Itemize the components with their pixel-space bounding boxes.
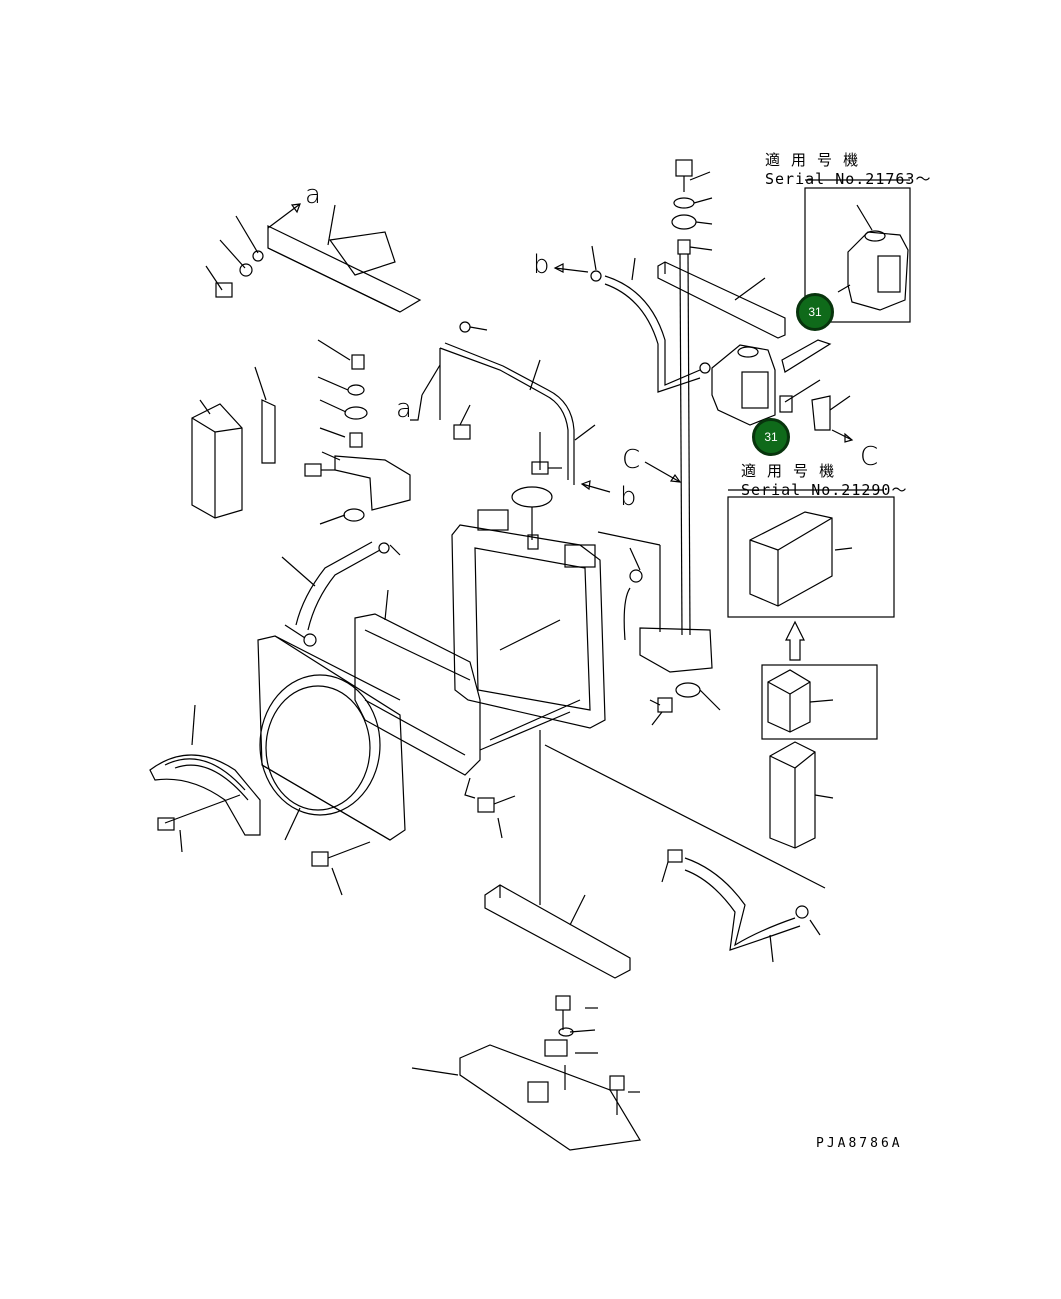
reservoir-support-rod [639,159,721,726]
arrow-a-top-head [290,203,301,214]
lower-bolts [311,777,516,896]
drawing-code: PJA8786A [816,1136,903,1151]
reservoir-tank [699,339,854,443]
arrow-b-top [554,267,589,273]
left-sponge-blocks [191,366,276,519]
arrow-a-mid [421,364,441,396]
radiator-stay [479,531,661,751]
ref-letter-c-right: C [860,442,879,472]
callout-31-upper[interactable]: 31 [796,293,834,331]
ref-letter-a-top: a [305,180,321,210]
serial-note-1-serial: Serial No.21763～ [765,170,932,188]
arrow-a-top [267,203,301,229]
edge-trim-seal [439,321,596,485]
serial-note-1-jp: 適 用 号 機 [765,151,860,169]
bracket-stack [304,339,411,525]
ref-letter-c-mid: C [622,445,641,475]
arrow-c-mid [644,461,681,483]
lower-hose [661,849,821,963]
fan-guard [149,704,261,853]
condenser-frame [354,542,481,776]
fan-shroud [257,624,406,841]
ref-letter-b-mid: b [620,482,637,512]
ref-letter-a-mid: a [396,394,412,424]
serial-note-2-serial: Serial No.21290～ [741,481,908,499]
arrow-b-mid [581,483,611,493]
callout-31-lower[interactable]: 31 [752,418,790,456]
sponge-blocks-new [727,496,895,849]
sponge-strip [657,261,786,339]
serial-note-2-jp: 適 用 号 機 [741,462,836,480]
lower-pad [484,730,826,979]
top-cover-plate [205,204,422,313]
overflow-hose [590,245,701,393]
ref-letter-b-top: b [533,250,550,280]
upper-hose [281,541,381,631]
bottom-cover-plate [411,995,641,1151]
radiator-assembly [451,404,606,729]
reservoir-tank-new [804,187,911,323]
